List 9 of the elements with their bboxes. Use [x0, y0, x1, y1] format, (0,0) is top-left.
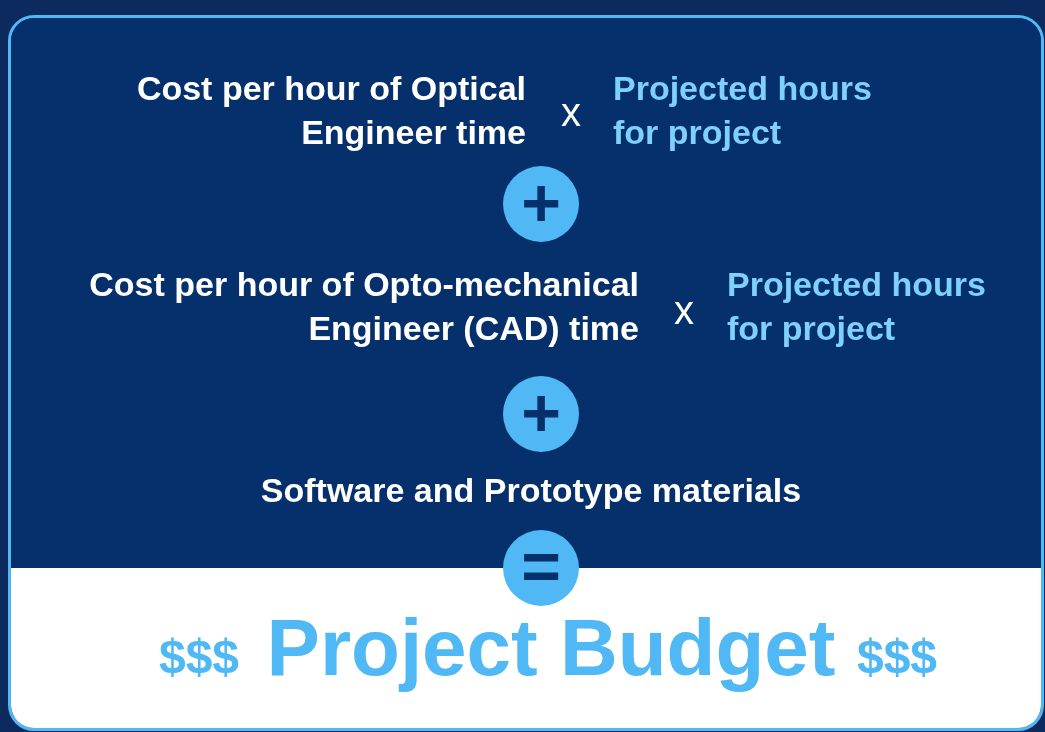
formula-term: Projected hours for project: [727, 264, 987, 350]
formula-term: Cost per hour of Opto-mechanical Engineer (CAD) time: [88, 264, 639, 350]
formula-term: Software and Prototype materials: [259, 470, 803, 511]
multiply-sign: x: [673, 287, 695, 334]
formula-term: Projected hours for project: [613, 68, 873, 154]
multiply-sign: x: [560, 89, 582, 136]
dollar-signs: $$$: [157, 629, 241, 685]
formula-term: Cost per hour of Optical Engineer time: [135, 68, 526, 154]
dollar-signs: $$$: [855, 629, 939, 685]
